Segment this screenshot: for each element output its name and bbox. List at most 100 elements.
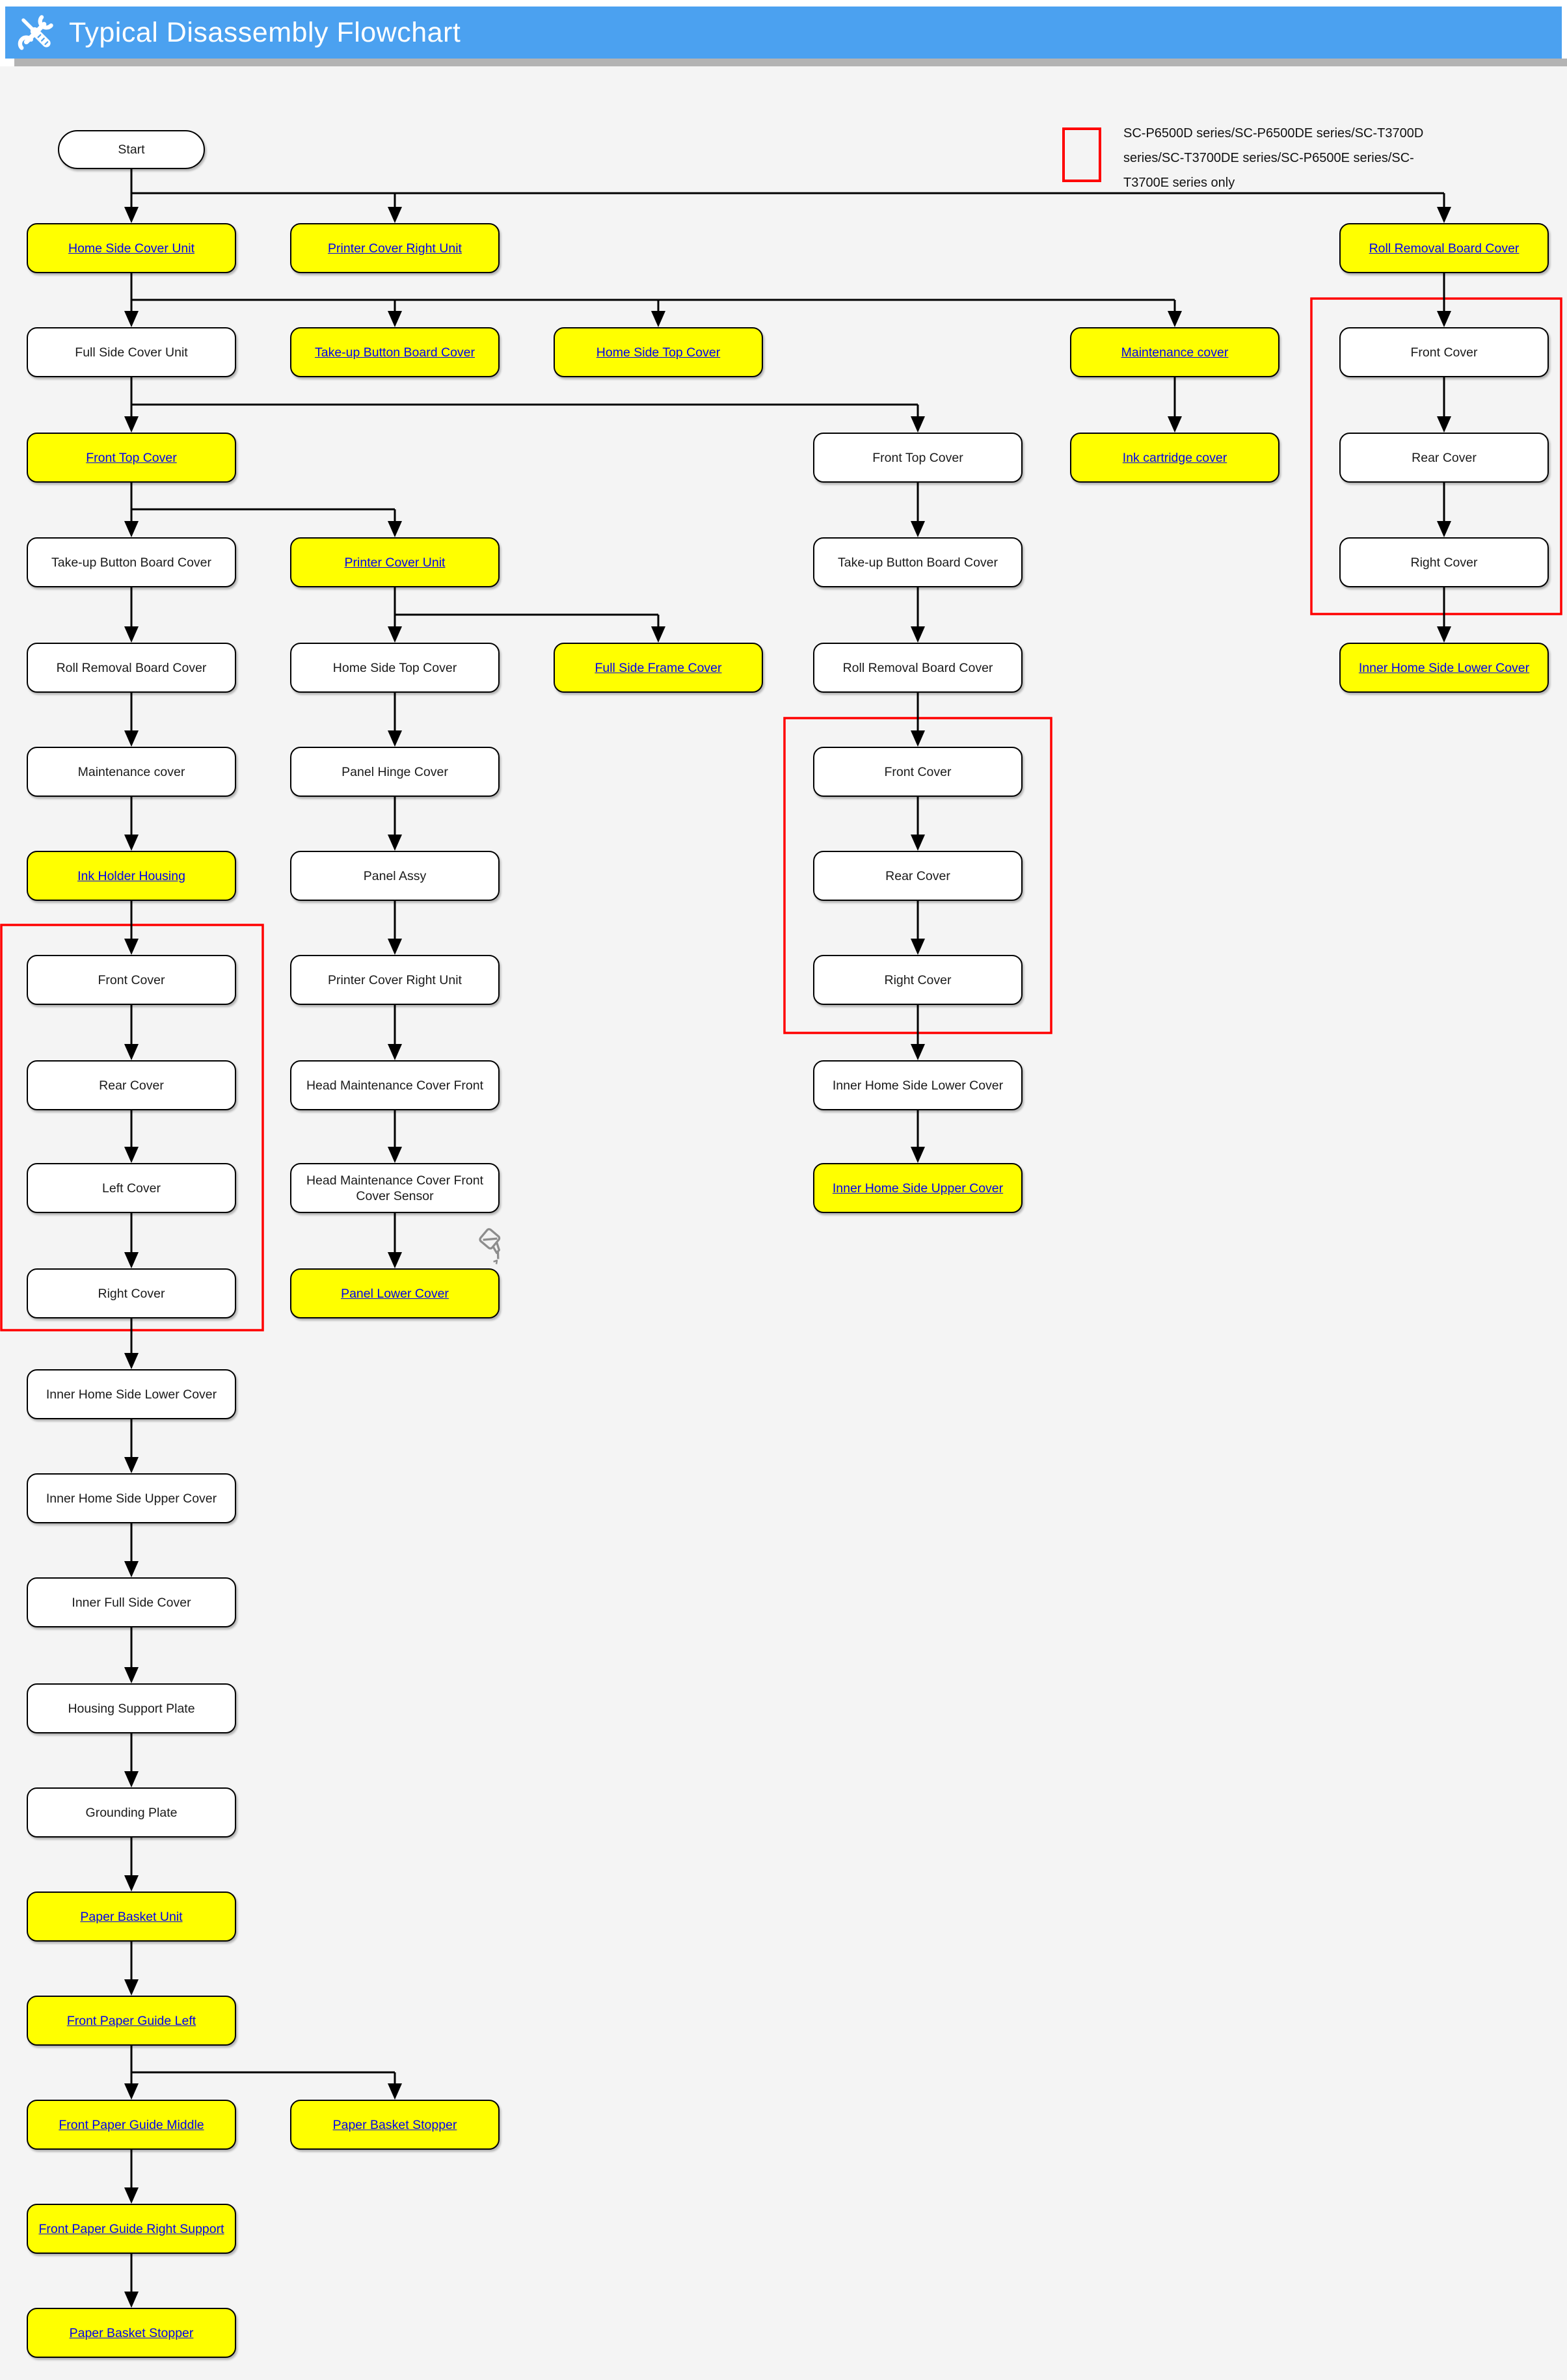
- node-label-take-up-button-board-cover-3: Take-up Button Board Cover: [837, 555, 998, 570]
- node-panel-lower-cover[interactable]: Panel Lower Cover: [290, 1228, 501, 1318]
- node-home-side-top-cover-1[interactable]: Home Side Top Cover: [554, 327, 763, 377]
- node-home-side-cover-unit[interactable]: Home Side Cover Unit: [27, 223, 236, 273]
- node-rear-cover-1: Rear Cover: [27, 1060, 236, 1110]
- node-link-ink-cartridge-cover[interactable]: Ink cartridge cover: [1122, 450, 1227, 465]
- node-label-panel-hinge-cover: Panel Hinge Cover: [342, 764, 448, 779]
- node-link-ink-holder-housing[interactable]: Ink Holder Housing: [77, 868, 185, 883]
- node-link-home-side-top-cover-1[interactable]: Home Side Top Cover: [596, 345, 721, 360]
- node-ink-holder-housing[interactable]: Ink Holder Housing: [27, 851, 236, 901]
- node-link-front-paper-guide-right-support[interactable]: Front Paper Guide Right Support: [38, 2221, 224, 2236]
- node-label-front-cover-2: Front Cover: [884, 764, 952, 779]
- node-inner-full-side-cover: Inner Full Side Cover: [27, 1577, 236, 1627]
- node-link-paper-basket-unit[interactable]: Paper Basket Unit: [80, 1909, 183, 1924]
- node-link-take-up-button-board-cover-2[interactable]: Take-up Button Board Cover: [314, 345, 475, 360]
- node-label-inner-home-side-lower-cover-2: Inner Home Side Lower Cover: [832, 1078, 1004, 1093]
- node-link-printer-cover-right-unit-1[interactable]: Printer Cover Right Unit: [328, 241, 462, 256]
- node-right-cover-3: Right Cover: [1339, 537, 1549, 587]
- legend-line: series/SC-T3700DE series/SC-P6500E serie…: [1123, 151, 1414, 165]
- node-label-panel-assy: Panel Assy: [363, 868, 427, 883]
- node-front-top-cover-2: Front Top Cover: [813, 433, 1023, 483]
- node-maintenance-cover-1: Maintenance cover: [27, 747, 236, 797]
- node-front-paper-guide-middle[interactable]: Front Paper Guide Middle: [27, 2100, 236, 2150]
- node-label-left-cover: Left Cover: [102, 1181, 161, 1196]
- node-front-cover-2: Front Cover: [813, 747, 1023, 797]
- node-link-front-paper-guide-middle[interactable]: Front Paper Guide Middle: [59, 2117, 204, 2132]
- node-inner-home-side-lower-cover-2: Inner Home Side Lower Cover: [813, 1060, 1023, 1110]
- node-link-roll-removal-board-cover-3[interactable]: Roll Removal Board Cover: [1369, 241, 1520, 256]
- node-housing-support-plate: Housing Support Plate: [27, 1683, 236, 1733]
- node-inner-home-side-lower-cover-1: Inner Home Side Lower Cover: [27, 1369, 236, 1419]
- node-take-up-button-board-cover-2[interactable]: Take-up Button Board Cover: [290, 327, 500, 377]
- node-label-start: Start: [118, 142, 145, 157]
- node-label-maintenance-cover-1: Maintenance cover: [77, 764, 185, 779]
- node-ink-cartridge-cover[interactable]: Ink cartridge cover: [1070, 433, 1279, 483]
- node-roll-removal-board-cover-1: Roll Removal Board Cover: [27, 643, 236, 693]
- node-label-take-up-button-board-cover-1: Take-up Button Board Cover: [51, 555, 212, 570]
- node-label-grounding-plate: Grounding Plate: [85, 1805, 178, 1820]
- node-take-up-button-board-cover-3: Take-up Button Board Cover: [813, 537, 1023, 587]
- page-title: Typical Disassembly Flowchart: [69, 16, 461, 48]
- node-home-side-top-cover-2: Home Side Top Cover: [290, 643, 500, 693]
- node-label-inner-home-side-upper-cover-1: Inner Home Side Upper Cover: [46, 1491, 217, 1506]
- node-grounding-plate: Grounding Plate: [27, 1787, 236, 1838]
- node-label-housing-support-plate: Housing Support Plate: [68, 1701, 195, 1716]
- node-label-full-side-cover-unit: Full Side Cover Unit: [75, 345, 188, 360]
- node-link-front-paper-guide-left[interactable]: Front Paper Guide Left: [66, 2013, 196, 2028]
- node-inner-home-side-lower-cover-3[interactable]: Inner Home Side Lower Cover: [1339, 643, 1549, 693]
- node-link-panel-lower-cover[interactable]: Panel Lower Cover: [341, 1286, 449, 1301]
- node-front-cover-3: Front Cover: [1339, 327, 1549, 377]
- node-full-side-cover-unit: Full Side Cover Unit: [27, 327, 236, 377]
- node-front-cover-1: Front Cover: [27, 955, 236, 1005]
- node-link-printer-cover-unit[interactable]: Printer Cover Unit: [344, 555, 446, 570]
- node-printer-cover-unit[interactable]: Printer Cover Unit: [290, 537, 500, 587]
- node-link-full-side-frame-cover[interactable]: Full Side Frame Cover: [595, 660, 722, 675]
- node-label-roll-removal-board-cover-1: Roll Removal Board Cover: [56, 660, 207, 675]
- node-roll-removal-board-cover-3[interactable]: Roll Removal Board Cover: [1339, 223, 1549, 273]
- node-maintenance-cover-2[interactable]: Maintenance cover: [1070, 327, 1279, 377]
- node-label-rear-cover-2: Rear Cover: [885, 868, 950, 883]
- node-link-paper-basket-stopper-2[interactable]: Paper Basket Stopper: [332, 2117, 457, 2132]
- node-label-inner-full-side-cover: Inner Full Side Cover: [72, 1595, 191, 1610]
- node-rear-cover-3: Rear Cover: [1339, 433, 1549, 483]
- node-link-inner-home-side-upper-cover-2[interactable]: Inner Home Side Upper Cover: [832, 1181, 1004, 1196]
- node-label-right-cover-2: Right Cover: [884, 972, 952, 987]
- node-inner-home-side-upper-cover-2[interactable]: Inner Home Side Upper Cover: [813, 1163, 1023, 1213]
- node-paper-basket-stopper-2[interactable]: Paper Basket Stopper: [290, 2100, 500, 2150]
- node-right-cover-1: Right Cover: [27, 1268, 236, 1318]
- node-front-top-cover-1[interactable]: Front Top Cover: [27, 433, 236, 483]
- node-link-front-top-cover-1[interactable]: Front Top Cover: [86, 450, 177, 465]
- node-label-rear-cover-3: Rear Cover: [1412, 450, 1477, 465]
- node-label-front-cover-3: Front Cover: [1410, 345, 1478, 360]
- node-front-paper-guide-left[interactable]: Front Paper Guide Left: [27, 1996, 236, 2046]
- node-label-head-maintenance-cover-front-cover-sensor: Head Maintenance Cover Front Cover Senso…: [306, 1173, 484, 1203]
- title-bar-shadow: [14, 59, 1567, 66]
- node-label-head-maintenance-cover-front: Head Maintenance Cover Front: [306, 1078, 484, 1093]
- node-printer-cover-right-unit-2: Printer Cover Right Unit: [290, 955, 500, 1005]
- node-paper-basket-stopper-1[interactable]: Paper Basket Stopper: [27, 2308, 236, 2358]
- legend-text: SC-P6500D series/SC-P6500DE series/SC-T3…: [1123, 121, 1429, 195]
- node-label-home-side-top-cover-2: Home Side Top Cover: [332, 660, 457, 675]
- node-label-roll-removal-board-cover-2: Roll Removal Board Cover: [842, 660, 993, 675]
- node-full-side-frame-cover[interactable]: Full Side Frame Cover: [554, 643, 763, 693]
- legend-line: T3700E series only: [1123, 176, 1235, 190]
- node-label-right-cover-1: Right Cover: [98, 1286, 165, 1301]
- node-head-maintenance-cover-front: Head Maintenance Cover Front: [290, 1060, 500, 1110]
- node-take-up-button-board-cover-1: Take-up Button Board Cover: [27, 537, 236, 587]
- node-panel-assy: Panel Assy: [290, 851, 500, 901]
- node-link-home-side-cover-unit[interactable]: Home Side Cover Unit: [68, 241, 194, 256]
- node-link-inner-home-side-lower-cover-3[interactable]: Inner Home Side Lower Cover: [1358, 660, 1530, 675]
- node-printer-cover-right-unit-1[interactable]: Printer Cover Right Unit: [290, 223, 500, 273]
- node-label-printer-cover-right-unit-2: Printer Cover Right Unit: [328, 972, 462, 987]
- glue-bottle-icon: [479, 1228, 501, 1264]
- node-start: Start: [58, 130, 205, 169]
- node-front-paper-guide-right-support[interactable]: Front Paper Guide Right Support: [27, 2204, 236, 2254]
- title-bar: Typical Disassembly Flowchart: [5, 7, 1562, 59]
- legend-line: SC-P6500D series/SC-P6500DE series/SC-T3…: [1123, 126, 1424, 140]
- node-rear-cover-2: Rear Cover: [813, 851, 1023, 901]
- node-label-right-cover-3: Right Cover: [1410, 555, 1478, 570]
- node-paper-basket-unit[interactable]: Paper Basket Unit: [27, 1892, 236, 1942]
- node-link-maintenance-cover-2[interactable]: Maintenance cover: [1121, 345, 1229, 360]
- node-link-paper-basket-stopper-1[interactable]: Paper Basket Stopper: [69, 2325, 194, 2340]
- node-roll-removal-board-cover-2: Roll Removal Board Cover: [813, 643, 1023, 693]
